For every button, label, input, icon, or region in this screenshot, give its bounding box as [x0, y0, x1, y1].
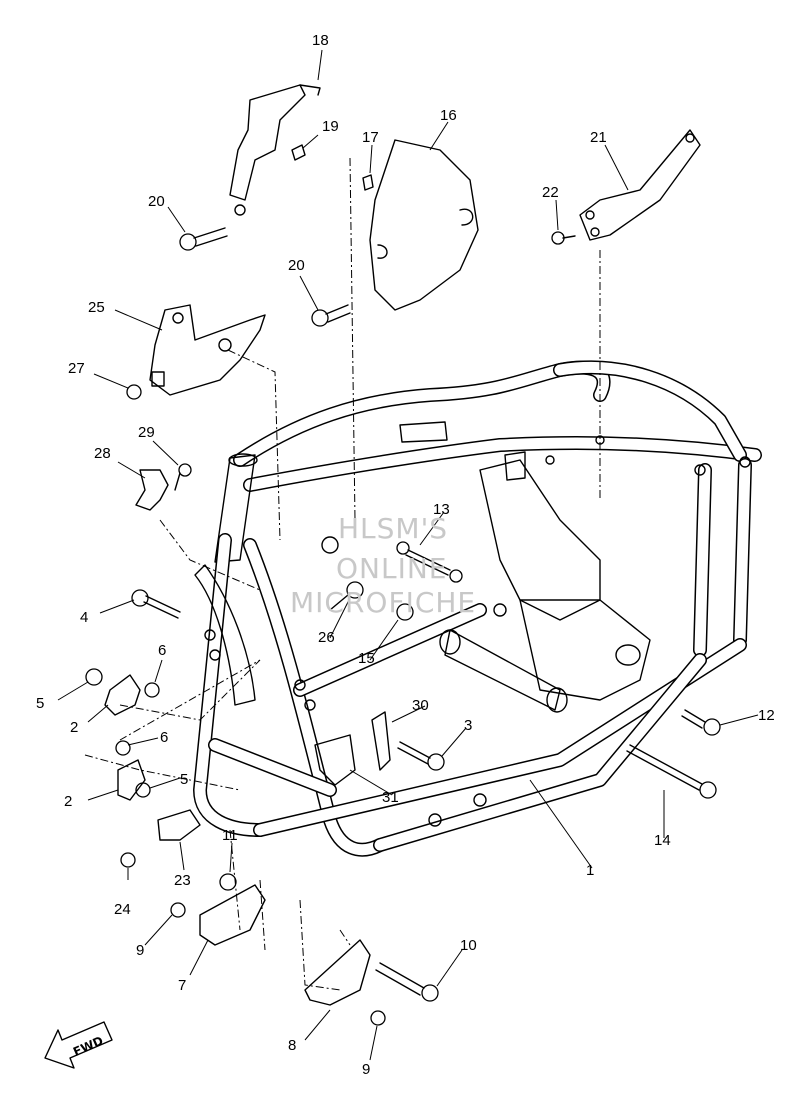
callout-25: 25 [88, 299, 105, 316]
callout-1: 1 [586, 862, 594, 879]
callout-6a: 6 [158, 642, 166, 659]
callout-9a: 9 [136, 942, 144, 959]
part-16-cover [369, 139, 479, 311]
callout-27: 27 [68, 360, 85, 377]
watermark-line1: HLSM'S [338, 512, 448, 545]
part-20-bolt-upper [179, 227, 228, 251]
part-25-bracket [149, 304, 266, 396]
part-3-bolt [397, 741, 445, 771]
watermark-line2: ONLINE [336, 552, 447, 585]
callout-12: 12 [758, 707, 775, 724]
part-17-clip [362, 174, 374, 191]
callout-31: 31 [382, 789, 399, 806]
part-24-bolt [120, 852, 136, 868]
callout-22: 22 [542, 184, 559, 201]
part-4-bolt [131, 589, 181, 619]
callout-13: 13 [433, 501, 450, 518]
part-6-bolt-upper [144, 682, 160, 698]
part-27-nut [126, 384, 142, 400]
main-frame [193, 360, 762, 857]
callout-16: 16 [440, 107, 457, 124]
callout-24: 24 [114, 901, 131, 918]
callout-20a: 20 [148, 193, 165, 210]
callout-23: 23 [174, 872, 191, 889]
callout-5a: 5 [36, 695, 44, 712]
part-18-bracket [229, 84, 321, 216]
callout-28: 28 [94, 445, 111, 462]
part-7-plate [199, 884, 266, 946]
part-9-bolt-right [370, 1010, 386, 1026]
callout-8: 8 [288, 1037, 296, 1054]
fwd-label: FWD [71, 1034, 105, 1060]
part-13-bolt [396, 541, 463, 583]
leader-lines [57, 49, 759, 1061]
part-30-bracket [371, 711, 391, 771]
callout-11: 11 [222, 827, 238, 844]
callout-14: 14 [654, 832, 671, 849]
part-20-bolt-lower [311, 304, 351, 327]
callout-6b: 6 [160, 729, 168, 746]
part-22-bolt [551, 231, 576, 245]
part-9-bolt-left [170, 902, 186, 918]
callout-7: 7 [178, 977, 186, 994]
callout-3: 3 [464, 717, 472, 734]
part-10-bolt [375, 962, 439, 1002]
part-12-bolt [681, 709, 721, 736]
callout-17: 17 [362, 129, 379, 146]
part-28-clamp [135, 469, 169, 511]
part-8-plate [304, 939, 371, 1006]
callout-26: 26 [318, 629, 335, 646]
watermark-line3: MICROFICHE [290, 586, 476, 619]
part-2-plate-upper [104, 674, 141, 716]
callout-21: 21 [590, 129, 607, 146]
part-31-plate [314, 734, 356, 786]
watermark: HLSM'S ONLINE MICROFICHE [290, 512, 476, 619]
callout-5b: 5 [180, 771, 188, 788]
part-11-washer [219, 873, 237, 891]
callout-30: 30 [412, 697, 429, 714]
callout-10: 10 [460, 937, 477, 954]
callout-2b: 2 [64, 793, 72, 810]
part-5-washer-upper [85, 668, 103, 686]
callout-29: 29 [138, 424, 155, 441]
callout-20b: 20 [288, 257, 305, 274]
callout-4: 4 [80, 609, 88, 626]
part-21-bracket [579, 129, 701, 241]
part-23-bracket [157, 809, 201, 841]
part-26-bolt [329, 581, 364, 611]
part-19-clip [291, 144, 306, 161]
callout-15: 15 [358, 650, 375, 667]
callout-18: 18 [312, 32, 329, 49]
callout-2a: 2 [70, 719, 78, 736]
part-2-plate-lower [117, 759, 146, 801]
part-15-washer [396, 603, 414, 621]
part-14-shaft [626, 744, 717, 799]
callout-19: 19 [322, 118, 339, 135]
callout-9b: 9 [362, 1061, 370, 1078]
fwd-arrow-icon: FWD [44, 1021, 113, 1069]
part-29-bolt [174, 463, 192, 491]
callouts: 18 19 17 16 21 22 20 20 25 27 29 28 13 4… [36, 32, 775, 1078]
part-6-bolt-lower [115, 740, 131, 756]
